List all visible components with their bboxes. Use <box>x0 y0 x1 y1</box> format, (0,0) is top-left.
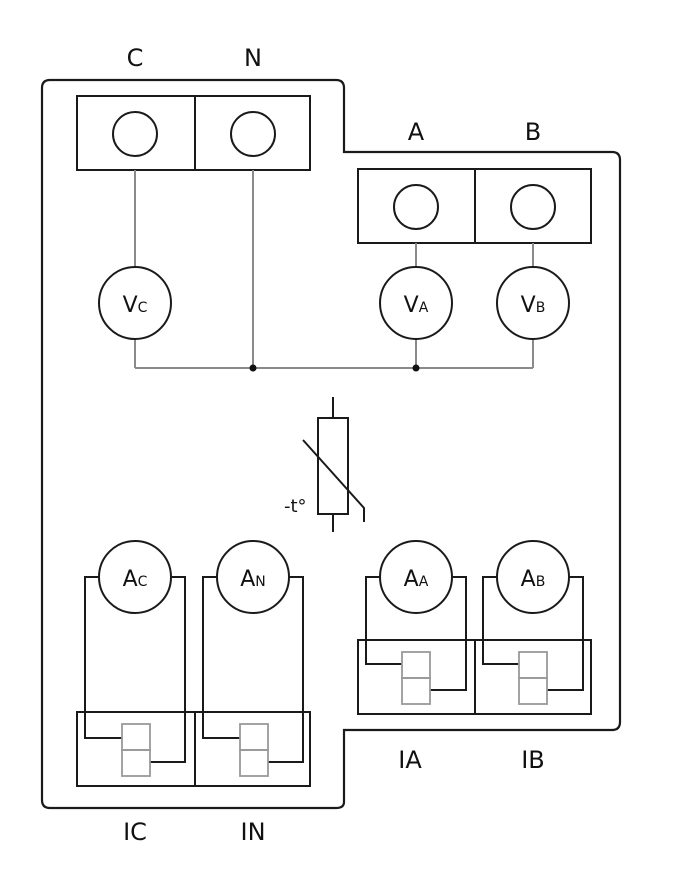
svg-text:AC: AC <box>123 567 148 592</box>
terminal-block-bottom-left <box>76 711 311 787</box>
ammeter-a: AA <box>379 540 453 614</box>
terminal-label-ia: IA <box>398 746 422 774</box>
ammeter-a-wiring <box>365 576 467 691</box>
voltmeter-c: VC <box>98 266 172 340</box>
svg-text:AN: AN <box>240 567 266 592</box>
current-terminal-ib <box>518 651 548 705</box>
terminal-screw-c <box>112 111 158 157</box>
ammeter-c-symbol: A <box>123 567 138 592</box>
svg-text:VA: VA <box>404 293 429 318</box>
terminal-label-a: A <box>408 118 425 146</box>
ammeter-a-subscript: A <box>419 574 429 590</box>
voltmeter-c-subscript: C <box>138 300 148 316</box>
ammeter-c-subscript: C <box>138 574 148 590</box>
ammeter-c: AC <box>98 540 172 614</box>
svg-text:VB: VB <box>521 293 546 318</box>
junction-dot-n <box>249 364 257 372</box>
terminal-screw-a <box>393 184 439 230</box>
junction-dot-a <box>412 364 420 372</box>
ammeter-c-wiring <box>84 576 186 763</box>
terminal-label-c: C <box>127 44 144 72</box>
ammeter-n: AN <box>216 540 290 614</box>
ammeter-n-subscript: N <box>255 574 265 590</box>
ammeter-b: AB <box>496 540 570 614</box>
ammeter-n-wiring <box>202 576 304 763</box>
voltmeter-c-symbol: V <box>123 293 138 318</box>
ammeter-b-wiring <box>482 576 584 691</box>
terminal-label-b: B <box>525 118 541 146</box>
terminal-label-n: N <box>244 44 262 72</box>
terminal-label-ic: IC <box>123 818 147 846</box>
terminal-label-in: IN <box>240 818 265 846</box>
enclosure-outline <box>40 78 622 810</box>
svg-text:AB: AB <box>521 567 546 592</box>
voltmeter-b-subscript: B <box>536 300 546 316</box>
current-terminal-ia <box>401 651 431 705</box>
ammeter-b-subscript: B <box>536 574 546 590</box>
terminal-label-ib: IB <box>521 746 545 774</box>
voltmeter-a-subscript: A <box>419 300 429 316</box>
voltage-wiring <box>134 170 534 369</box>
svg-text:VC: VC <box>123 293 148 318</box>
terminal-screw-n <box>230 111 276 157</box>
thermistor-symbol <box>302 397 365 532</box>
terminal-screw-b <box>510 184 556 230</box>
current-terminal-ic <box>121 723 151 777</box>
ammeter-a-symbol: A <box>404 567 419 592</box>
voltmeter-b: VB <box>496 266 570 340</box>
ammeter-n-symbol: A <box>240 567 255 592</box>
svg-text:AA: AA <box>404 567 429 592</box>
terminal-block-top-left <box>76 95 311 171</box>
ammeter-b-symbol: A <box>521 567 536 592</box>
voltmeter-a-symbol: V <box>404 293 419 318</box>
terminal-block-top-right <box>357 168 592 244</box>
voltmeter-a: VA <box>379 266 453 340</box>
voltmeter-b-symbol: V <box>521 293 536 318</box>
current-terminal-in <box>239 723 269 777</box>
terminal-block-bottom-right <box>357 639 592 715</box>
thermistor-label: -t° <box>284 496 307 517</box>
